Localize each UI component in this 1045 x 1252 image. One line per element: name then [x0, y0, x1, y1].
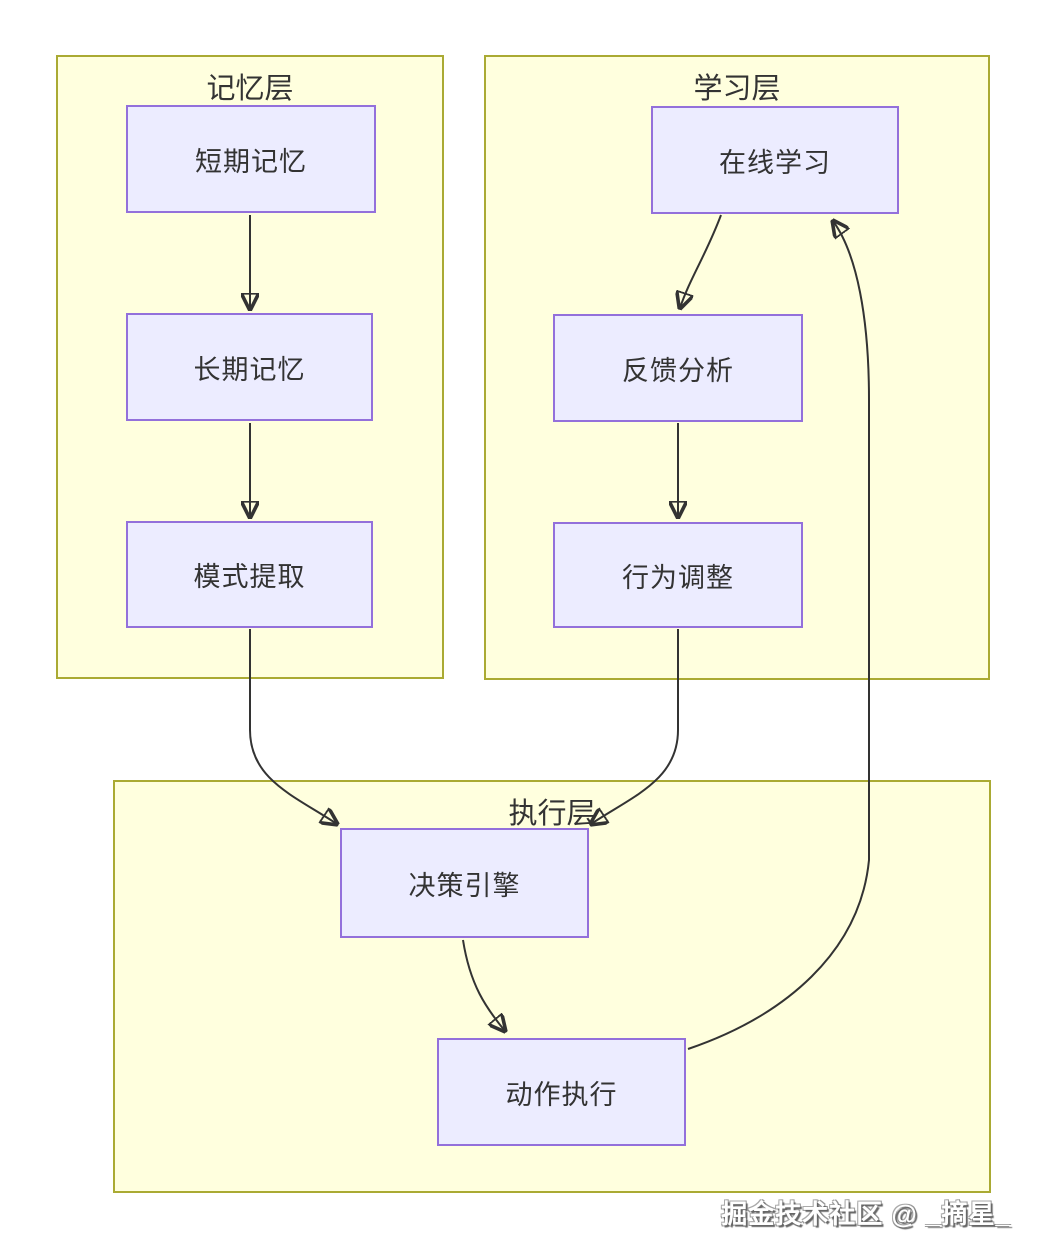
node-action-execution: 动作执行 [437, 1038, 686, 1146]
watermark: 掘金技术社区 @ _摘星_ [721, 1199, 1011, 1229]
node-feedback-analysis: 反馈分析 [553, 314, 803, 422]
panel-title-execution-layer: 执行层 [508, 798, 596, 830]
node-pattern-extraction: 模式提取 [126, 521, 373, 628]
node-decision-engine: 决策引擎 [340, 828, 589, 938]
panel-title-learning-layer: 学习层 [693, 73, 781, 105]
node-online-learning: 在线学习 [651, 106, 899, 214]
node-behavior-adjustment: 行为调整 [553, 522, 803, 628]
panel-title-memory-layer: 记忆层 [206, 73, 294, 105]
node-long-term-memory: 长期记忆 [126, 313, 373, 421]
node-short-term-memory: 短期记忆 [126, 105, 376, 213]
